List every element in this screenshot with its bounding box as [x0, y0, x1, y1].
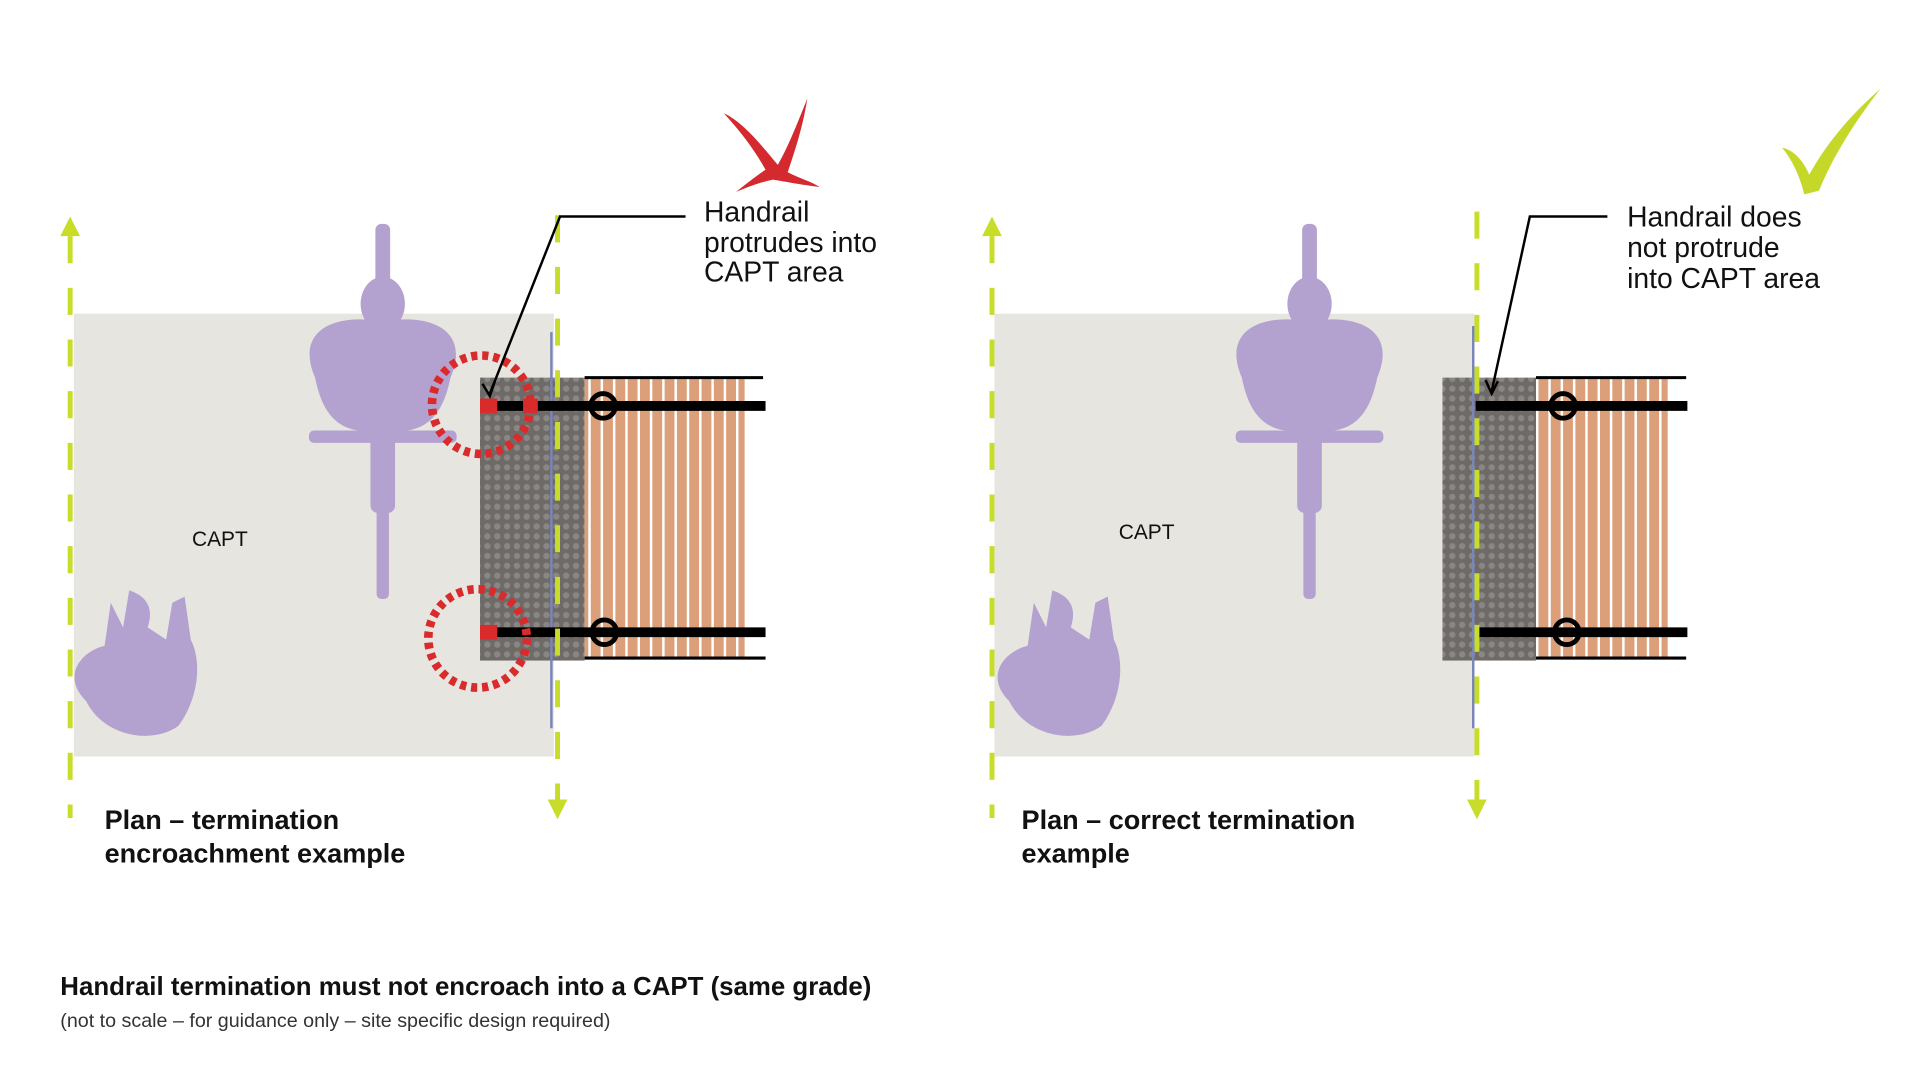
- arrow-down-icon: [1467, 799, 1487, 820]
- encroaching-rail-end: [480, 624, 498, 640]
- tactile-paving: [480, 377, 585, 661]
- panel-title: Plan – correct termination example: [1022, 805, 1363, 868]
- footer-heading: Handrail termination must not encroach i…: [60, 973, 871, 1001]
- handrail-post: [1548, 391, 1578, 421]
- tactile-paving: [1442, 377, 1536, 661]
- left-panel: CAPT Handrail protrudes into CAPT area P…: [60, 98, 885, 868]
- encroachment-highlight-circle: [427, 351, 535, 459]
- check-icon: [1782, 88, 1881, 195]
- arrow-up-icon: [60, 216, 80, 237]
- handrail-post: [589, 617, 620, 648]
- capt-label: CAPT: [1119, 521, 1175, 544]
- capt-label: CAPT: [192, 528, 248, 551]
- right-panel: CAPT Handrail does not protrude into CAP…: [982, 88, 1881, 868]
- handrail-post: [1552, 617, 1582, 648]
- footer-note: (not to scale – for guidance only – site…: [60, 1010, 610, 1032]
- encroachment-highlight-circle: [424, 584, 532, 692]
- callout-text: Handrail protrudes into CAPT area: [704, 195, 885, 287]
- encroaching-rail-end: [480, 398, 498, 414]
- arrowhead-icon: [1484, 379, 1499, 397]
- arrow-up-icon: [982, 216, 1002, 237]
- callout-leader-line: [488, 215, 686, 395]
- callout-leader-line: [1490, 215, 1608, 392]
- arrow-down-icon: [547, 799, 568, 820]
- stair-treads: [584, 377, 745, 659]
- stair-treads: [1536, 377, 1668, 659]
- cross-icon: [723, 98, 820, 192]
- callout-text: Handrail does not protrude into CAPT are…: [1627, 200, 1820, 293]
- panel-title: Plan – termination encroachment example: [105, 805, 406, 868]
- handrail-post: [588, 391, 618, 421]
- arrowhead-icon: [481, 380, 496, 400]
